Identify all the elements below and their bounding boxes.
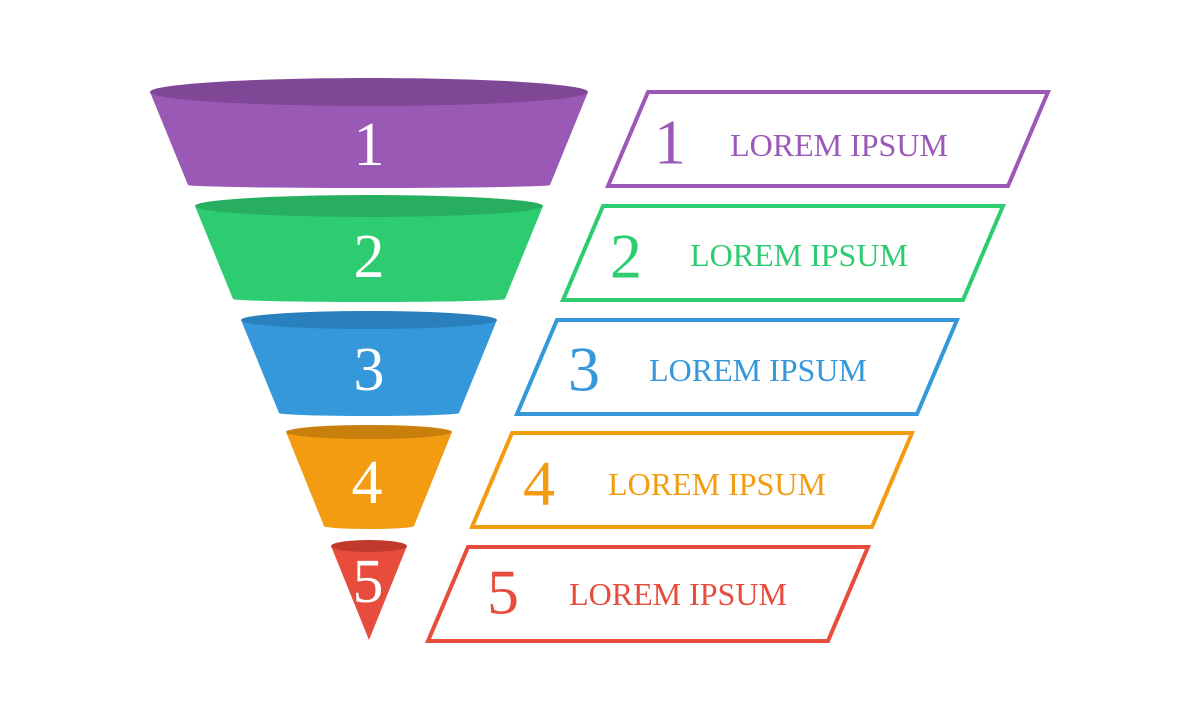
funnel-segment-3-rim (241, 311, 497, 329)
stage-1-label-frame (604, 90, 1052, 188)
stage-3-label-text: LOREM IPSUM (649, 352, 867, 388)
funnel-segment-1-bottom (188, 182, 550, 188)
funnel-segment-3-bottom (279, 410, 459, 416)
funnel-segment-4-body (286, 432, 452, 526)
stage-5-label-number: 5 (487, 557, 519, 628)
stage-1-label-number: 1 (654, 107, 686, 178)
funnel-segment-1-number: 1 (354, 111, 385, 179)
funnel-segment-2-body (195, 206, 543, 299)
stage-4-label-number: 4 (523, 448, 555, 519)
stage-3-label-box: 3 LOREM IPSUM (513, 318, 961, 416)
stage-2-label-number: 2 (610, 221, 642, 292)
stage-4-label-box: 4 LOREM IPSUM (468, 431, 916, 529)
stage-4-label-text: LOREM IPSUM (608, 466, 826, 502)
funnel-segment-3-body (241, 320, 497, 413)
stage-2-label-box: 2 LOREM IPSUM (559, 204, 1007, 302)
stage-2-label-text: LOREM IPSUM (690, 237, 908, 273)
funnel-segment-5-body (331, 546, 407, 640)
funnel-segment-3-number: 3 (354, 336, 385, 404)
funnel-segment-5: 5 (331, 540, 407, 640)
stage-3-label-frame (513, 318, 961, 416)
funnel-segment-2: 2 (195, 195, 543, 302)
funnel-segment-4-number: 4 (352, 449, 383, 517)
funnel-segment-1-rim (150, 78, 588, 106)
funnel-segment-2-rim (195, 195, 543, 217)
stage-5-label-frame (424, 545, 872, 643)
funnel-segment-3: 3 (241, 311, 497, 416)
funnel-segment-2-bottom (233, 296, 505, 302)
stage-1-label-box: 1 LOREM IPSUM (604, 90, 1052, 188)
funnel-segment-4: 4 (286, 425, 452, 529)
funnel-segment-1: 1 (150, 78, 588, 188)
funnel-segment-1-body (150, 92, 588, 185)
stage-1-label-text: LOREM IPSUM (730, 127, 948, 163)
stage-5-label-box: 5 LOREM IPSUM (424, 545, 872, 643)
funnel-segment-4-rim (286, 425, 452, 439)
stage-2-label-frame (559, 204, 1007, 302)
funnel-segment-2-number: 2 (354, 223, 385, 291)
stage-3-label-number: 3 (568, 334, 600, 405)
stage-5-label-text: LOREM IPSUM (569, 576, 787, 612)
funnel-segment-4-bottom (324, 523, 414, 529)
funnel-segment-5-rim (331, 540, 407, 552)
stage-4-label-frame (468, 431, 916, 529)
funnel-segment-5-number: 5 (353, 548, 384, 616)
